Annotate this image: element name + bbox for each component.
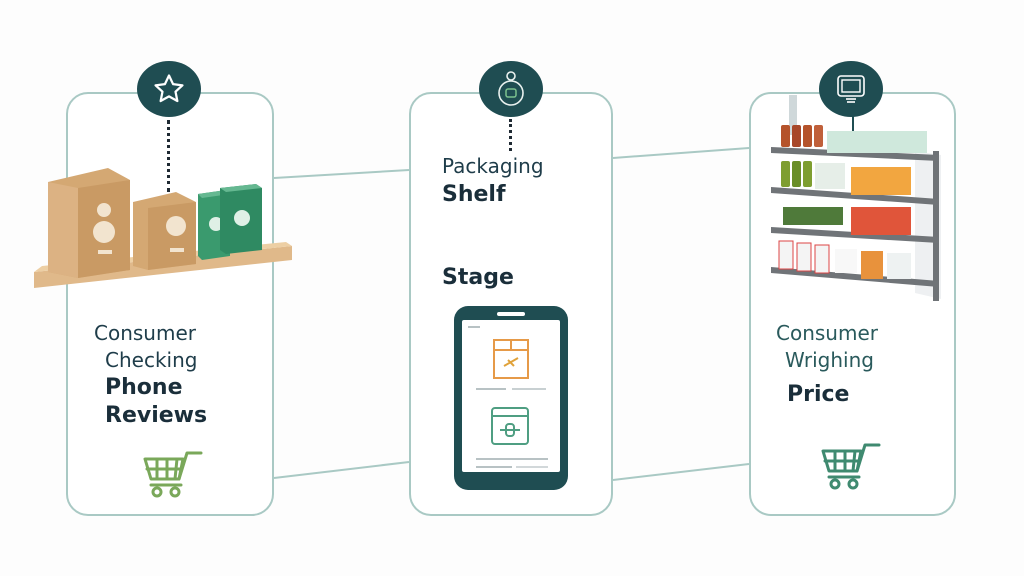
- connector-1-2-bottom: [273, 461, 410, 479]
- boxes-on-shelf-illustration: [34, 168, 292, 288]
- stage-1-line-1: Consumer: [94, 321, 196, 345]
- stage-card-consumer-checking: [66, 92, 274, 516]
- stage-2-line-1: Packaging: [442, 154, 544, 178]
- dotted-connector-2: [509, 119, 512, 151]
- stage-3-line-1: Consumer: [776, 321, 878, 345]
- stage-3-line-3: Price: [787, 382, 850, 407]
- shopping-cart-icon: [821, 443, 881, 490]
- second-shelf-products: [781, 161, 911, 195]
- smartphone-illustration: [454, 306, 568, 490]
- star-icon: [154, 74, 184, 103]
- stage-2-line-2: Shelf: [442, 182, 506, 207]
- retail-shelf-illustration: [771, 95, 941, 301]
- third-shelf-products: [783, 207, 911, 235]
- green-package-icon: [491, 407, 529, 445]
- monitor-icon: [837, 75, 865, 103]
- stage-3-line-2: Wrighing: [785, 348, 874, 372]
- stage-1-line-3: Phone: [105, 375, 183, 400]
- stage-1-line-4: Reviews: [105, 403, 208, 428]
- green-carton-2: [220, 184, 262, 254]
- top-shelf-products: [781, 125, 927, 153]
- connector-1-2-top: [273, 169, 410, 179]
- connector-2-3-bottom: [612, 463, 750, 481]
- bottom-shelf-products: [778, 240, 911, 279]
- stage-2-line-3: Stage: [442, 265, 514, 290]
- connector-2-3-top: [612, 147, 750, 159]
- large-box: [48, 168, 130, 278]
- orange-package-icon: [493, 339, 529, 379]
- medium-box: [133, 192, 196, 270]
- stage-badge-3: [819, 61, 883, 117]
- stage-1-line-2: Checking: [105, 348, 198, 372]
- stage-badge-1: [137, 61, 201, 117]
- shopping-cart-icon: [143, 451, 203, 498]
- dotted-connector-1: [167, 120, 170, 192]
- stage-badge-2: [479, 61, 543, 117]
- product-tag-icon: [498, 71, 524, 106]
